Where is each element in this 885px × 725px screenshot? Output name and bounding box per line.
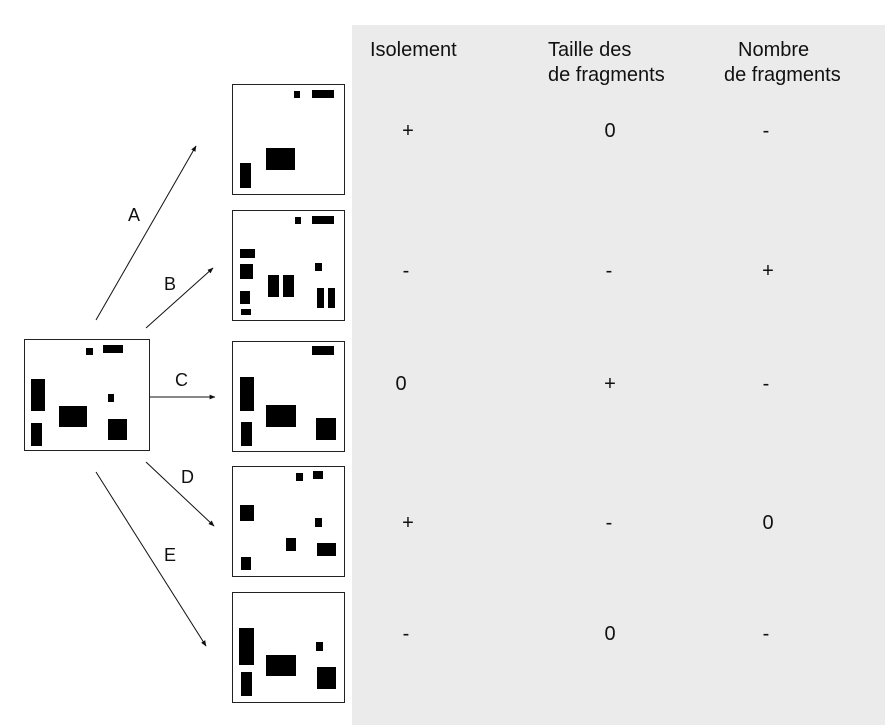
fragment — [315, 518, 322, 527]
cell-d-isolement: + — [402, 512, 414, 534]
fragment — [317, 288, 324, 308]
fragment — [240, 291, 250, 304]
arrow-e — [95, 471, 207, 647]
fragment — [241, 309, 251, 315]
header-nombre-line2: de fragments — [724, 64, 841, 86]
label-b: B — [164, 274, 177, 294]
header-taille-line1: Taille des — [548, 39, 632, 61]
landscape-original — [24, 339, 150, 451]
fragment — [31, 379, 45, 411]
fragment — [241, 557, 251, 570]
fragment — [240, 264, 253, 279]
cell-a-isolement: + — [402, 120, 414, 142]
fragment — [31, 423, 42, 446]
label-a: A — [128, 205, 141, 225]
fragment — [316, 418, 336, 440]
fragment — [240, 163, 251, 188]
header-isolement: Isolement — [370, 39, 457, 61]
label-c: C — [175, 370, 188, 390]
cell-d-taille: - — [605, 512, 613, 534]
cell-a-nombre: - — [762, 120, 770, 142]
cell-b-taille: - — [605, 260, 613, 282]
fragment — [312, 216, 334, 224]
landscape-c — [232, 341, 345, 452]
cell-a-taille: 0 — [604, 120, 616, 142]
fragment — [239, 628, 254, 665]
fragment — [313, 471, 323, 479]
landscape-a — [232, 84, 345, 195]
fragment — [317, 667, 336, 689]
fragment — [108, 419, 127, 440]
cell-e-taille: 0 — [604, 623, 616, 645]
arrow-d — [145, 461, 215, 527]
fragment — [328, 288, 335, 308]
fragment — [86, 348, 93, 355]
fragment — [283, 275, 294, 297]
fragment — [266, 148, 295, 170]
fragment — [286, 538, 296, 551]
fragment — [266, 405, 296, 427]
fragment — [241, 672, 252, 696]
fragment — [294, 91, 300, 98]
cell-b-isolement: - — [402, 260, 410, 282]
fragment — [316, 642, 323, 651]
header-nombre-line1: Nombre — [738, 39, 810, 61]
fragment — [241, 422, 252, 446]
fragment — [240, 249, 255, 258]
fragment — [312, 346, 334, 355]
label-e: E — [164, 545, 177, 565]
arrow-a — [95, 145, 197, 321]
fragment — [315, 263, 322, 271]
cell-b-nombre: + — [762, 260, 774, 282]
arrow-b — [145, 267, 214, 329]
fragment — [240, 505, 254, 521]
landscape-e — [232, 592, 345, 703]
fragment — [317, 543, 336, 556]
cell-c-isolement: 0 — [395, 373, 407, 395]
results-table-panel — [352, 25, 885, 725]
cell-e-isolement: - — [402, 623, 410, 645]
cell-e-nombre: - — [762, 623, 770, 645]
fragment — [312, 90, 334, 98]
cell-c-taille: + — [604, 373, 616, 395]
label-d: D — [181, 467, 194, 487]
landscape-b — [232, 210, 345, 321]
fragment — [296, 473, 303, 481]
fragment — [240, 377, 254, 411]
fragment — [59, 406, 87, 427]
header-taille-line2: de fragments — [548, 64, 665, 86]
landscape-d — [232, 466, 345, 577]
cell-d-nombre: 0 — [762, 512, 774, 534]
fragment — [108, 394, 114, 402]
fragment — [295, 217, 301, 224]
fragment — [268, 275, 279, 297]
fragment — [103, 345, 123, 353]
fragment — [266, 655, 296, 676]
cell-c-nombre: - — [762, 373, 770, 395]
